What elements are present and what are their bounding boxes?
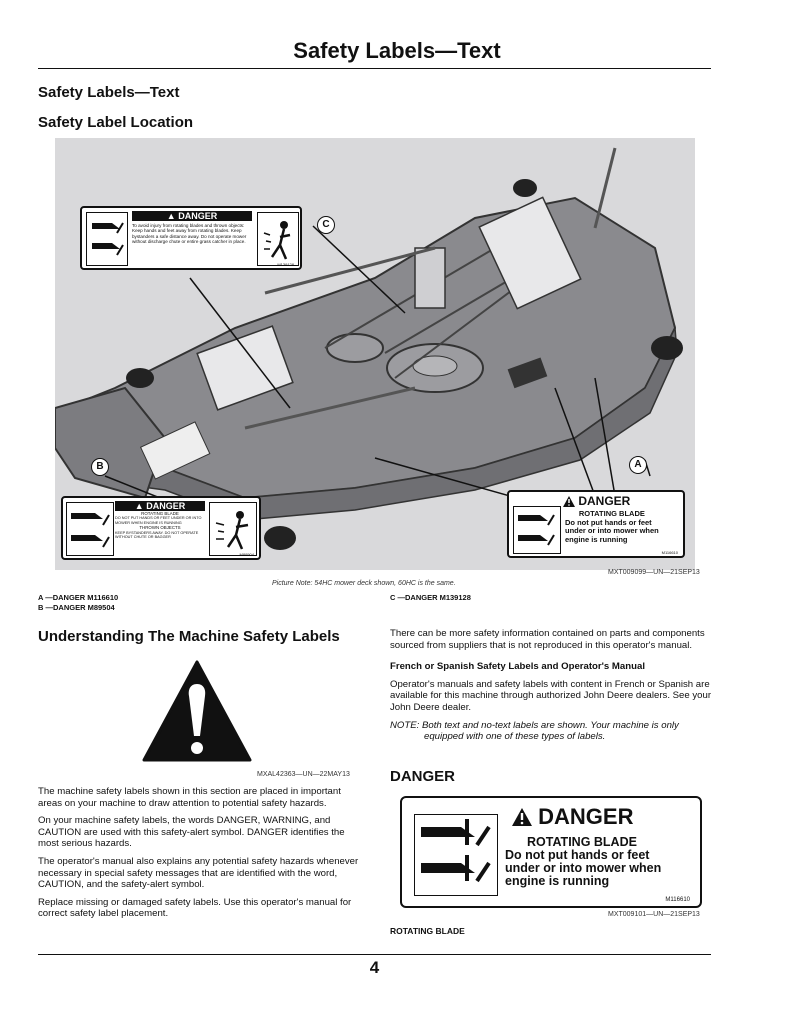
big-label-line1: ROTATING BLADE	[527, 835, 637, 849]
icon-ref: MXAL42363—UN—22MAY13	[257, 771, 350, 778]
hand-blade-icon	[92, 222, 124, 256]
big-label-line2: Do not put hands or feet	[505, 848, 650, 862]
label-a-line3: under or into mower when	[565, 526, 659, 535]
hand-blade-pictogram	[86, 212, 128, 266]
callout-a: A	[629, 456, 647, 474]
safety-label-c: ▲ DANGER To avoid injury from rotating b…	[80, 206, 302, 270]
warning-triangle-icon	[563, 495, 575, 507]
label-a-line1: ROTATING BLADE	[578, 509, 645, 518]
big-label-code: M116610	[665, 897, 690, 903]
left-body: The machine safety labels shown in this …	[38, 786, 362, 926]
thrown-object-pictogram	[257, 212, 299, 266]
safety-alert-symbol	[142, 660, 252, 762]
hand-blade-pictogram-b	[66, 502, 114, 556]
big-label-ref: MXT009101—UN—21SEP13	[608, 911, 700, 918]
callout-c: C	[317, 216, 335, 234]
big-label-caption: ROTATING BLADE	[390, 926, 465, 936]
mower-deck-drawing	[55, 147, 683, 550]
label-b-line2: DO NOT PUT HANDS OR FEET UNDER OR INTO M…	[115, 516, 202, 525]
label-b-line3: THROWN OBJECTS	[139, 525, 181, 531]
label-b-line4: KEEP BYSTANDERS AWAY. DO NOT OPERATE WIT…	[115, 530, 199, 540]
person-debris-icon	[263, 221, 291, 260]
left-paragraph-3: The operator's manual also explains any …	[38, 855, 359, 891]
warning-triangle-icon-label	[512, 808, 532, 826]
header-rule	[38, 68, 711, 69]
rotating-blade-label: DANGER ROTATING BLADE Do not put hands o…	[400, 796, 702, 908]
safety-label-a: DANGER ROTATING BLADE Do not put hands o…	[507, 490, 685, 558]
picture-note: Picture Note: 54HC mower deck shown, 60H…	[272, 580, 456, 587]
page-number: 4	[369, 958, 380, 977]
danger-heading: DANGER	[390, 768, 456, 785]
subsection-title: Safety Label Location	[38, 114, 194, 131]
legend-a: A —DANGER M116610	[38, 593, 119, 602]
label-c-text: To avoid injury from rotating blades and…	[132, 223, 247, 245]
label-c-code: M139128	[277, 262, 294, 267]
person-debris-icon-b	[215, 511, 249, 550]
right-subheading: French or Spanish Safety Labels and Oper…	[390, 661, 645, 673]
warning-triangle-icon-large	[142, 660, 252, 762]
legend-b: B —DANGER M89504	[38, 603, 115, 612]
left-paragraph-4: Replace missing or damaged safety labels…	[38, 896, 352, 920]
right-note: NOTE: Both text and no-text labels are s…	[390, 719, 679, 743]
big-label-line3: under or into mower when	[505, 861, 662, 875]
hand-blade-icon-a	[518, 514, 555, 546]
label-a-code: M116610	[661, 550, 678, 555]
legend-c: C —DANGER M139128	[390, 593, 471, 602]
label-a-line4: engine is running	[565, 534, 628, 544]
mower-deck-illustration: ▲ DANGER To avoid injury from rotating b…	[55, 138, 695, 570]
left-paragraph-2: On your machine safety labels, the words…	[38, 815, 345, 850]
label-b-head: ▲ DANGER	[115, 501, 205, 511]
hand-blade-icon-large	[421, 819, 491, 883]
label-a-head: DANGER	[563, 494, 630, 508]
footer-rule	[38, 954, 711, 955]
hand-blade-pictogram-a	[513, 506, 561, 554]
big-label-line4: engine is running	[505, 874, 610, 888]
label-a-line2: Do not put hands or feet	[565, 517, 652, 527]
section-title: Safety Labels—Text	[38, 84, 180, 101]
safety-label-b: ▲ DANGER ROTATING BLADE DO NOT PUT HANDS…	[61, 496, 261, 560]
callout-b: B	[91, 458, 109, 476]
hand-blade-icon-b	[71, 513, 110, 548]
big-label-head: DANGER	[512, 804, 633, 830]
hand-blade-pictogram-large	[414, 814, 498, 896]
legend-left: A —DANGER M116610 B —DANGER M89504	[38, 593, 118, 613]
understanding-heading: Understanding The Machine Safety Labels	[38, 628, 340, 645]
thrown-object-pictogram-b	[209, 502, 257, 556]
left-paragraph-1: The machine safety labels shown in this …	[38, 786, 341, 809]
label-b-code: M89504	[239, 552, 254, 557]
figure1-ref: MXT009099—UN—21SEP13	[608, 569, 700, 576]
right-body: There can be more safety information con…	[390, 628, 715, 749]
page-title: Safety Labels—Text	[293, 38, 501, 63]
right-intro: There can be more safety information con…	[390, 628, 705, 651]
right-paragraph: Operator's manuals and safety labels wit…	[390, 678, 712, 713]
label-c-head: ▲ DANGER	[132, 211, 252, 221]
label-b-line1: ROTATING BLADE	[141, 511, 179, 516]
